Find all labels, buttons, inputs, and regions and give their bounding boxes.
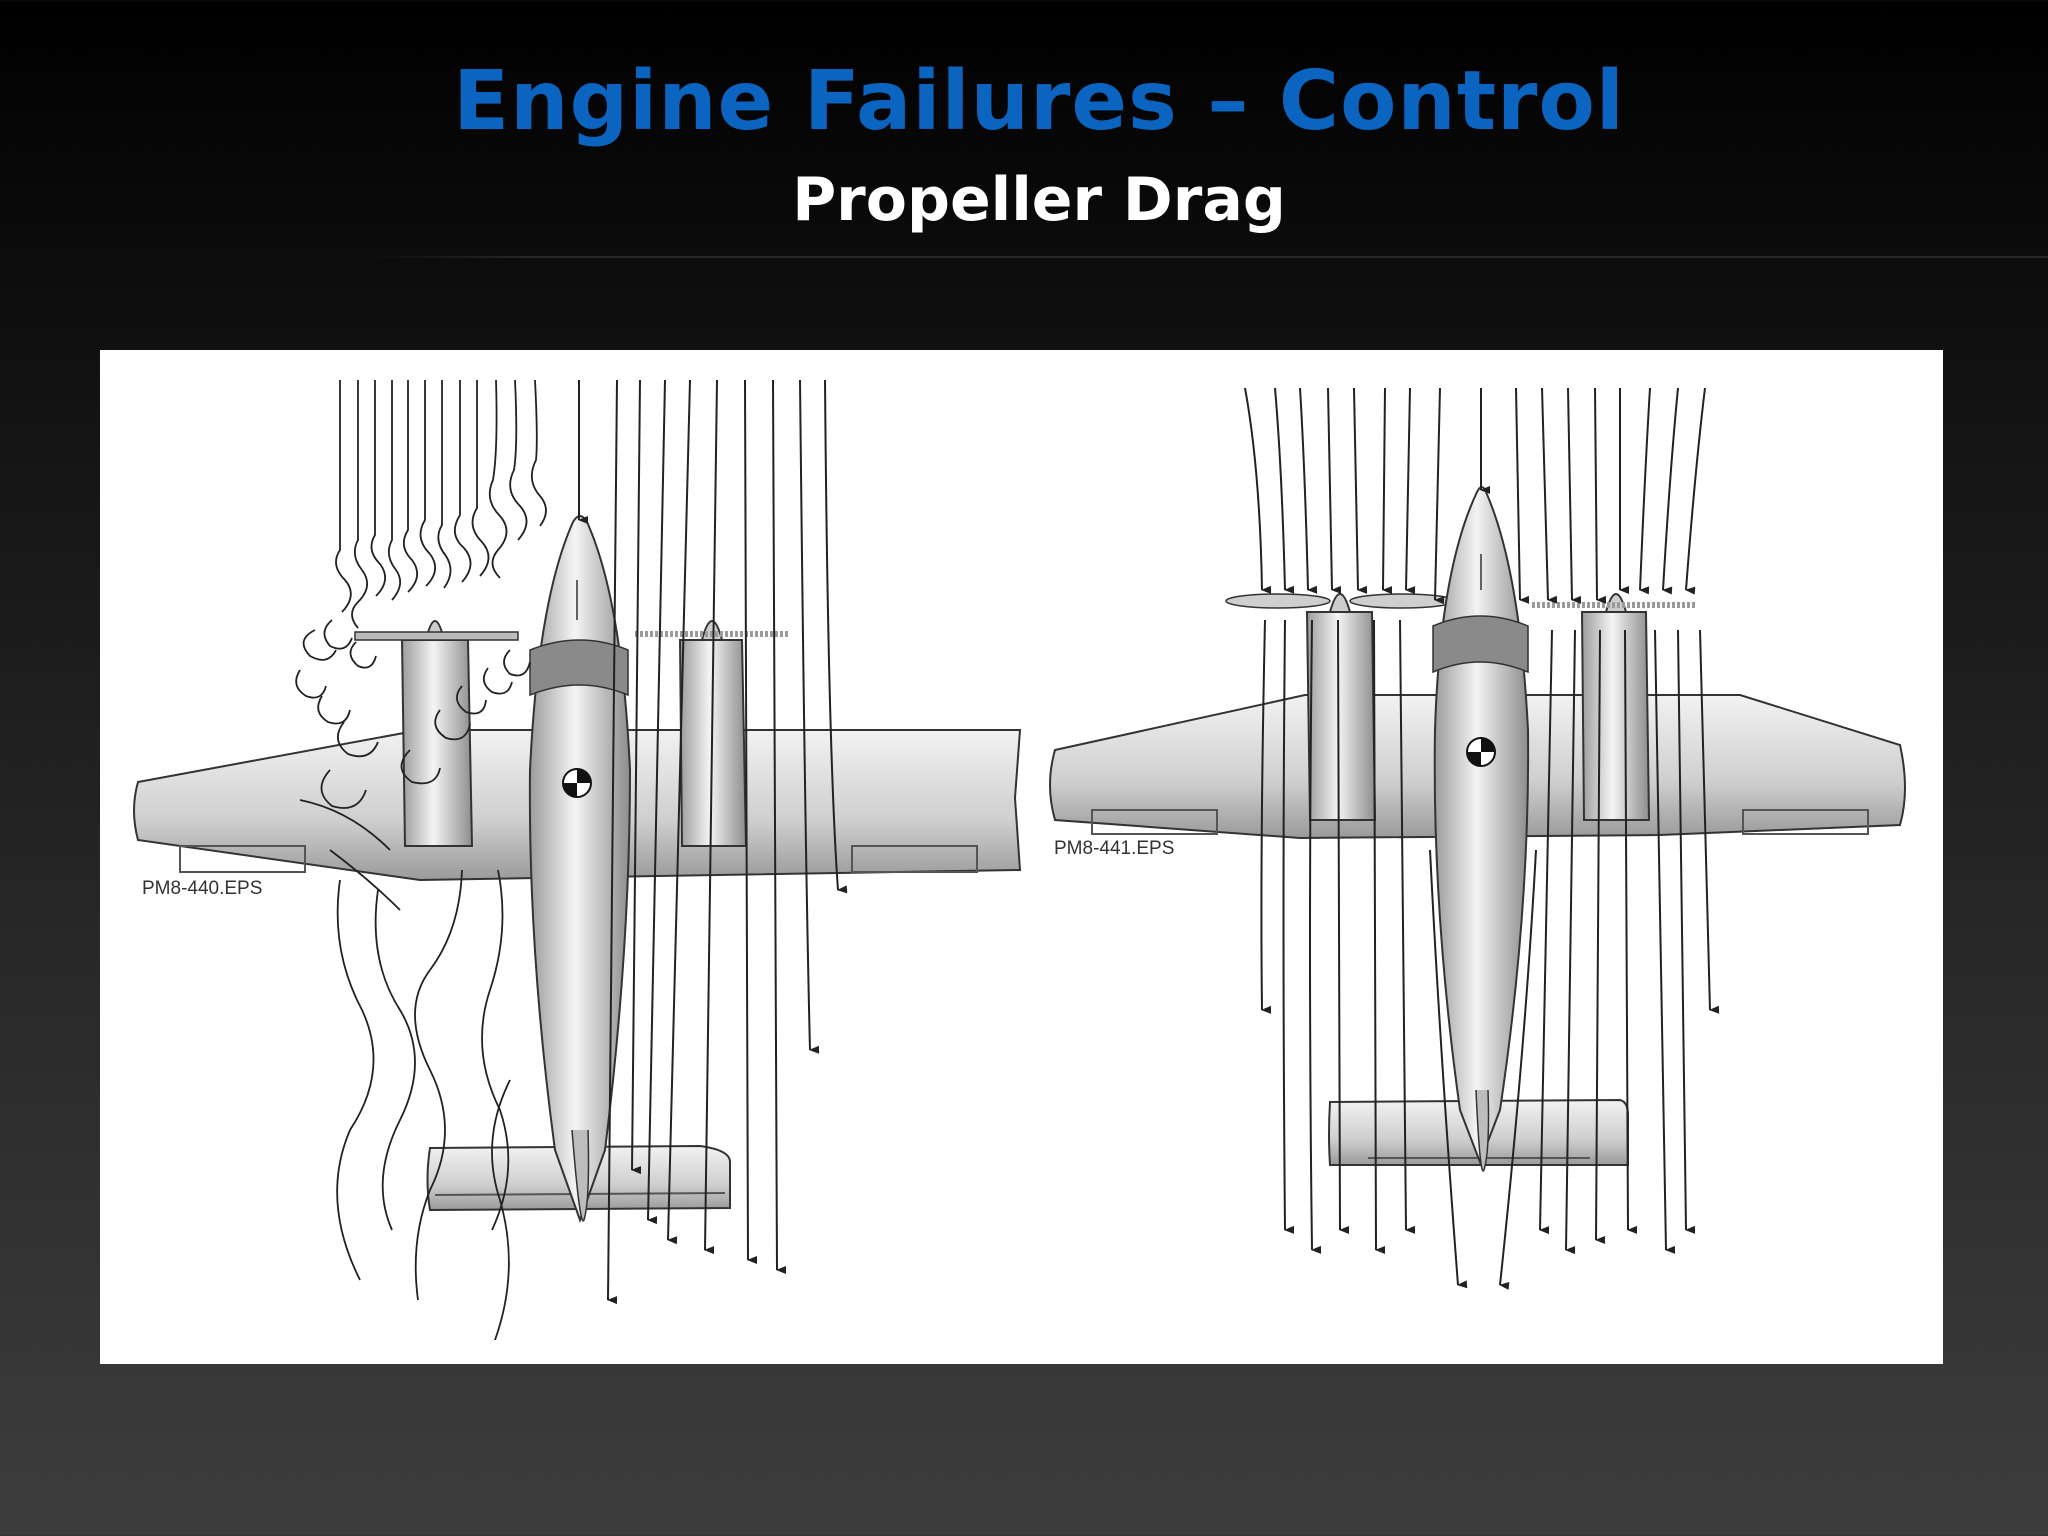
slide-title: Engine Failures – Control: [453, 54, 1625, 149]
title-divider: [360, 256, 2048, 258]
propeller-drag-figure: PM8-440.EPS PM8-441.EPS: [100, 350, 1943, 1364]
slide-subtitle: Propeller Drag: [792, 165, 1286, 235]
left-dead-engine-nacelle: [400, 639, 474, 847]
right-clean-airflow-lines: [1244, 387, 1720, 1290]
right-live-engine-nacelle: [1580, 611, 1651, 821]
right-center-of-gravity-icon: [1466, 737, 1496, 767]
right-feathered-propeller: [1225, 593, 1455, 609]
left-windmilling-propeller: [354, 631, 519, 641]
right-airplane-feathered: [1049, 387, 1906, 1290]
left-fuselage: [528, 515, 632, 1223]
left-airplane-windmilling: [133, 379, 1022, 1341]
right-panel-label: PM8-441.EPS: [1054, 838, 1175, 859]
left-panel-label: PM8-440.EPS: [142, 878, 263, 899]
right-feathered-engine-nacelle: [1305, 611, 1377, 821]
airflow-diagram: [133, 379, 1906, 1341]
left-center-of-gravity-icon: [562, 768, 592, 798]
left-turbulent-airflow-lines: [295, 379, 547, 1341]
left-clean-airflow-lines: [578, 379, 848, 1305]
